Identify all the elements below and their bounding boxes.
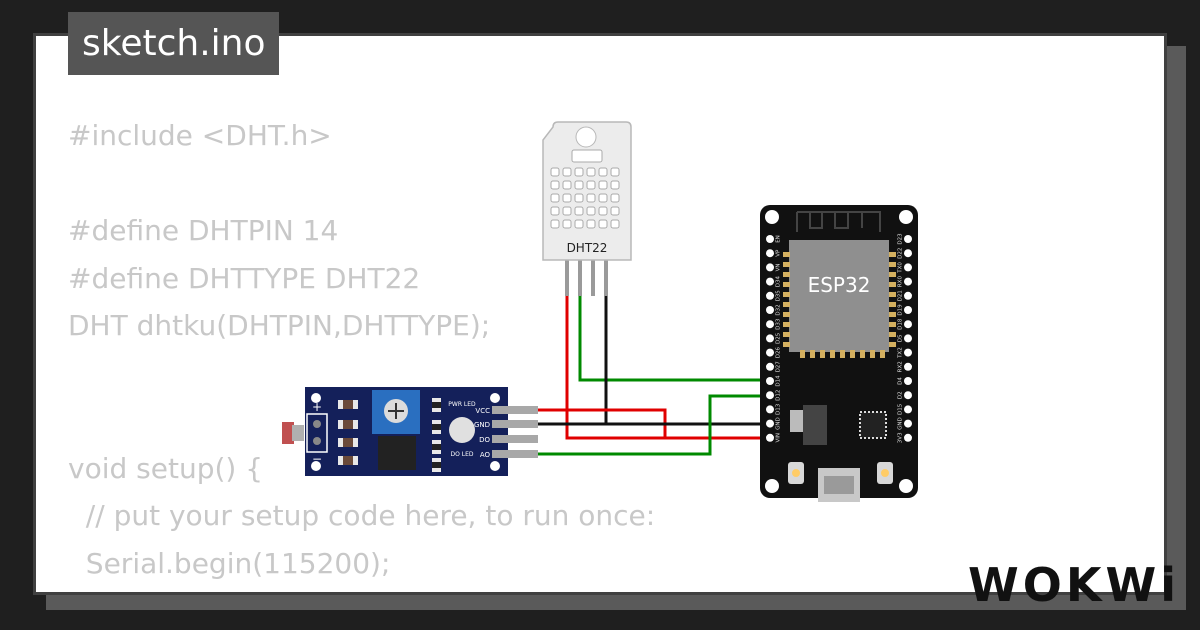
code-line: #include <DHT.h> bbox=[68, 119, 332, 152]
esp32-board[interactable]: ESP32 ENVPVND34D35D32D33D25D26D27D14D12D… bbox=[760, 205, 918, 502]
wokwi-logo: WOKWi bbox=[968, 558, 1180, 612]
esp-left-pin-label: D13 bbox=[776, 403, 782, 415]
esp-right-pin-label: D19 bbox=[898, 304, 904, 316]
esp-left-pin-label: D34 bbox=[776, 275, 782, 287]
code-line: // put your setup code here, to run once… bbox=[68, 499, 656, 532]
esp-right-pin-label: 3V3 bbox=[898, 432, 904, 443]
esp-left-pin-label: D14 bbox=[776, 375, 782, 387]
esp-right-pin-label: D18 bbox=[898, 318, 904, 330]
ldr-smd-components bbox=[338, 398, 441, 472]
esp-right-pin-label: TX0 bbox=[898, 262, 904, 274]
wire-ldr-ao bbox=[510, 394, 770, 456]
wires bbox=[510, 296, 770, 456]
dht-label: DHT22 bbox=[567, 241, 608, 255]
ldr-pin-header: VCC GND DO AO bbox=[474, 406, 538, 459]
esp-left-pin-label: VIN bbox=[776, 433, 782, 443]
esp-left-pin-label: D35 bbox=[776, 290, 782, 302]
esp-left-pin-label: VP bbox=[776, 249, 782, 257]
file-tab[interactable]: sketch.ino bbox=[68, 12, 280, 75]
esp-right-pin-label: D4 bbox=[898, 377, 904, 385]
ldr-pin-label: VCC bbox=[475, 407, 490, 415]
code-line: #define DHTTYPE DHT22 bbox=[68, 261, 421, 295]
ldr-module[interactable]: + − PWR LED DO LED VCC GND DO AO bbox=[282, 387, 538, 476]
esp-left-pin-label: D25 bbox=[776, 332, 782, 344]
ldr-pin-label: DO bbox=[479, 436, 490, 444]
wire-dht-data bbox=[578, 296, 770, 382]
esp-right-pin-label: D22 bbox=[898, 248, 904, 259]
ldr-pin-label: AO bbox=[480, 451, 491, 459]
dht22-sensor[interactable]: DHT22 bbox=[542, 121, 632, 296]
esp-left-pin-label: GND bbox=[776, 417, 782, 430]
esp-right-pin-label: D23 bbox=[898, 233, 904, 245]
dht-vent-grid bbox=[550, 149, 620, 229]
wire-dht-gnd bbox=[604, 296, 770, 426]
esp-left-pin-label: D27 bbox=[776, 361, 782, 373]
esp-left-pin-label: EN bbox=[776, 235, 782, 243]
ldr-pin-label: GND bbox=[474, 421, 490, 429]
esp-left-pin-label: D33 bbox=[776, 318, 782, 330]
esp-left-pin-label: D12 bbox=[776, 390, 782, 401]
ldr-do-led-label: DO LED bbox=[450, 451, 473, 458]
code-line: void setup() { bbox=[68, 451, 264, 485]
esp-right-pin-label: TX2 bbox=[898, 347, 904, 359]
esp-right-pin-label: GND bbox=[898, 417, 904, 430]
code-line: #define DHTPIN 14 bbox=[68, 214, 339, 247]
esp-right-pin-label: RX0 bbox=[898, 276, 904, 288]
esp-module-pads bbox=[783, 252, 896, 358]
esp-right-pin-label: RX2 bbox=[898, 361, 904, 372]
ldr-plus-sign: + bbox=[312, 400, 322, 414]
esp-right-pin-label: D5 bbox=[898, 334, 904, 342]
code-line: Serial.begin(115200); bbox=[68, 546, 391, 580]
esp-left-pin-label: D32 bbox=[776, 304, 782, 315]
ldr-minus-sign: − bbox=[312, 452, 322, 466]
code-line: DHT dhtku(DHTPIN,DHTTYPE); bbox=[68, 309, 491, 342]
esp-right-pin-label: D21 bbox=[898, 290, 904, 301]
esp-right-pin-label: D2 bbox=[898, 391, 904, 399]
esp-left-pin-label: VN bbox=[776, 263, 782, 271]
esp-label: ESP32 bbox=[808, 273, 871, 297]
esp-right-pin-label: D15 bbox=[898, 403, 904, 415]
esp-left-pin-label: D26 bbox=[776, 346, 782, 358]
ldr-pwr-led-label: PWR LED bbox=[448, 401, 476, 408]
wire-dht-vcc bbox=[565, 296, 770, 440]
code-editor: #include <DHT.h> #define DHTPIN 14 #defin… bbox=[68, 112, 656, 592]
